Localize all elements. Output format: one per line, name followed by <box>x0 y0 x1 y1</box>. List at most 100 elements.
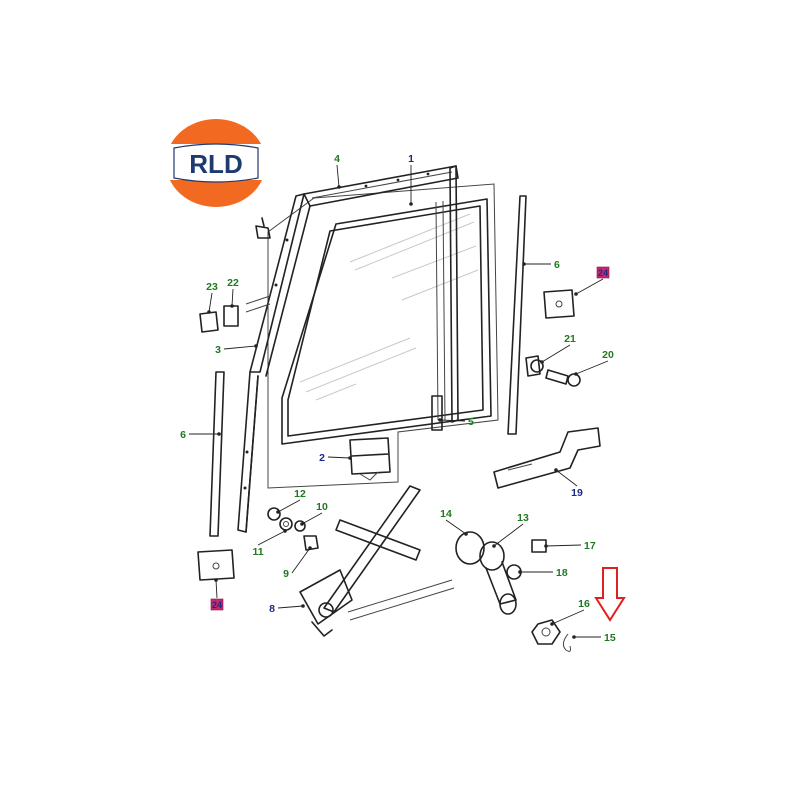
leader-line <box>277 605 304 609</box>
leader-dot <box>518 570 522 574</box>
callout-c12: 12 <box>276 488 306 514</box>
callout-number: 3 <box>215 344 221 356</box>
glass-channel-clip <box>349 437 391 481</box>
leader-dot <box>544 544 548 548</box>
spring-clip-15 <box>562 633 571 652</box>
callout-c11: 11 <box>252 529 287 558</box>
window-regulator <box>299 485 455 637</box>
clip-23 <box>199 311 219 333</box>
callout-number: 14 <box>440 508 452 520</box>
callout-number: 17 <box>584 540 596 552</box>
callout-number: 13 <box>517 512 529 524</box>
screw-17 <box>531 539 547 553</box>
callout-c6a: 6 <box>522 259 560 271</box>
callout-number: 6 <box>554 259 560 271</box>
callout-c21: 21 <box>540 333 576 364</box>
callout-c8: 8 <box>269 603 305 615</box>
logo-text: RLD <box>189 149 242 179</box>
screw-top <box>255 217 271 239</box>
callout-c9: 9 <box>283 546 312 580</box>
callout-number: 9 <box>283 568 289 580</box>
callout-number: 4 <box>334 153 340 165</box>
clip-22 <box>223 305 239 327</box>
callout-number: 11 <box>252 546 263 558</box>
leader-line <box>551 609 585 625</box>
washer-11 <box>279 517 293 531</box>
leader-dot <box>348 456 352 460</box>
callout-c22: 22 <box>227 277 239 308</box>
bolt-9 <box>303 535 319 551</box>
callout-c17: 17 <box>544 540 596 552</box>
callout-c18: 18 <box>518 567 568 579</box>
leader-dot <box>574 372 578 376</box>
callout-number: 8 <box>269 603 275 615</box>
leader-dot <box>522 262 526 266</box>
callout-c20: 20 <box>574 349 614 376</box>
nut-21 <box>525 355 544 377</box>
leader-dot <box>409 202 413 206</box>
leader-line <box>327 456 351 459</box>
bolt-20 <box>545 369 581 387</box>
weatherstrip-front <box>209 371 225 537</box>
callout-c5: 5 <box>438 416 474 428</box>
leader-dot <box>464 532 468 536</box>
leader-line <box>445 519 467 535</box>
callout-c4: 4 <box>334 153 341 189</box>
leader-line <box>301 512 323 525</box>
leader-dot <box>492 544 496 548</box>
leader-line <box>439 419 466 422</box>
nut-12 <box>267 507 281 521</box>
leader-dot <box>572 635 576 639</box>
leader-line <box>257 530 286 546</box>
leader-dot <box>308 546 312 550</box>
callout-number: 2 <box>319 452 325 464</box>
callout-number: 22 <box>227 277 239 289</box>
leader-dot <box>230 304 234 308</box>
leader-dot <box>254 344 258 348</box>
leader-dot <box>207 310 211 314</box>
leader-dot <box>438 418 442 422</box>
leader-line <box>291 547 311 574</box>
leader-line <box>277 499 301 513</box>
window-frame-channel <box>237 165 459 533</box>
leader-dot <box>337 185 341 189</box>
leader-line <box>541 344 571 363</box>
leader-dot <box>276 510 280 514</box>
callout-c10: 10 <box>300 501 328 526</box>
callout-c23: 23 <box>206 281 218 314</box>
callout-number: 12 <box>294 488 306 500</box>
callout-number: 18 <box>556 567 568 579</box>
callout-number: 24 <box>598 268 608 278</box>
rld-logo: RLD <box>166 119 266 207</box>
regulator-bracket <box>493 427 601 489</box>
callout-c13: 13 <box>492 512 529 548</box>
callout-number: 10 <box>316 501 328 513</box>
leader-line <box>545 544 582 547</box>
crank-handle <box>455 531 517 615</box>
weatherstrip-rear <box>507 195 527 435</box>
leader-dot <box>283 529 287 533</box>
nut-16 <box>531 619 561 645</box>
leader-dot <box>550 622 554 626</box>
callout-c24a: 24 <box>574 266 610 296</box>
callout-labels: 1234566891011121314151617181920212223242… <box>180 153 616 644</box>
pad-upper <box>543 289 575 319</box>
window-glass <box>281 198 492 445</box>
callout-c14: 14 <box>440 508 468 536</box>
pad-lower <box>197 549 235 581</box>
leader-line <box>493 523 524 547</box>
highlight-tag <box>210 598 224 611</box>
callout-number: 20 <box>602 349 614 361</box>
callout-number: 19 <box>571 487 583 499</box>
highlight-tag <box>596 266 610 279</box>
washer-10 <box>294 520 306 532</box>
leader-line <box>336 164 340 188</box>
callout-c16: 16 <box>550 598 590 626</box>
callout-number: 6 <box>180 429 186 441</box>
rear-run-channel <box>431 395 443 431</box>
leader-line <box>223 345 257 350</box>
callout-number: 21 <box>564 333 576 345</box>
callout-c19: 19 <box>554 468 583 499</box>
leader-dot <box>300 522 304 526</box>
